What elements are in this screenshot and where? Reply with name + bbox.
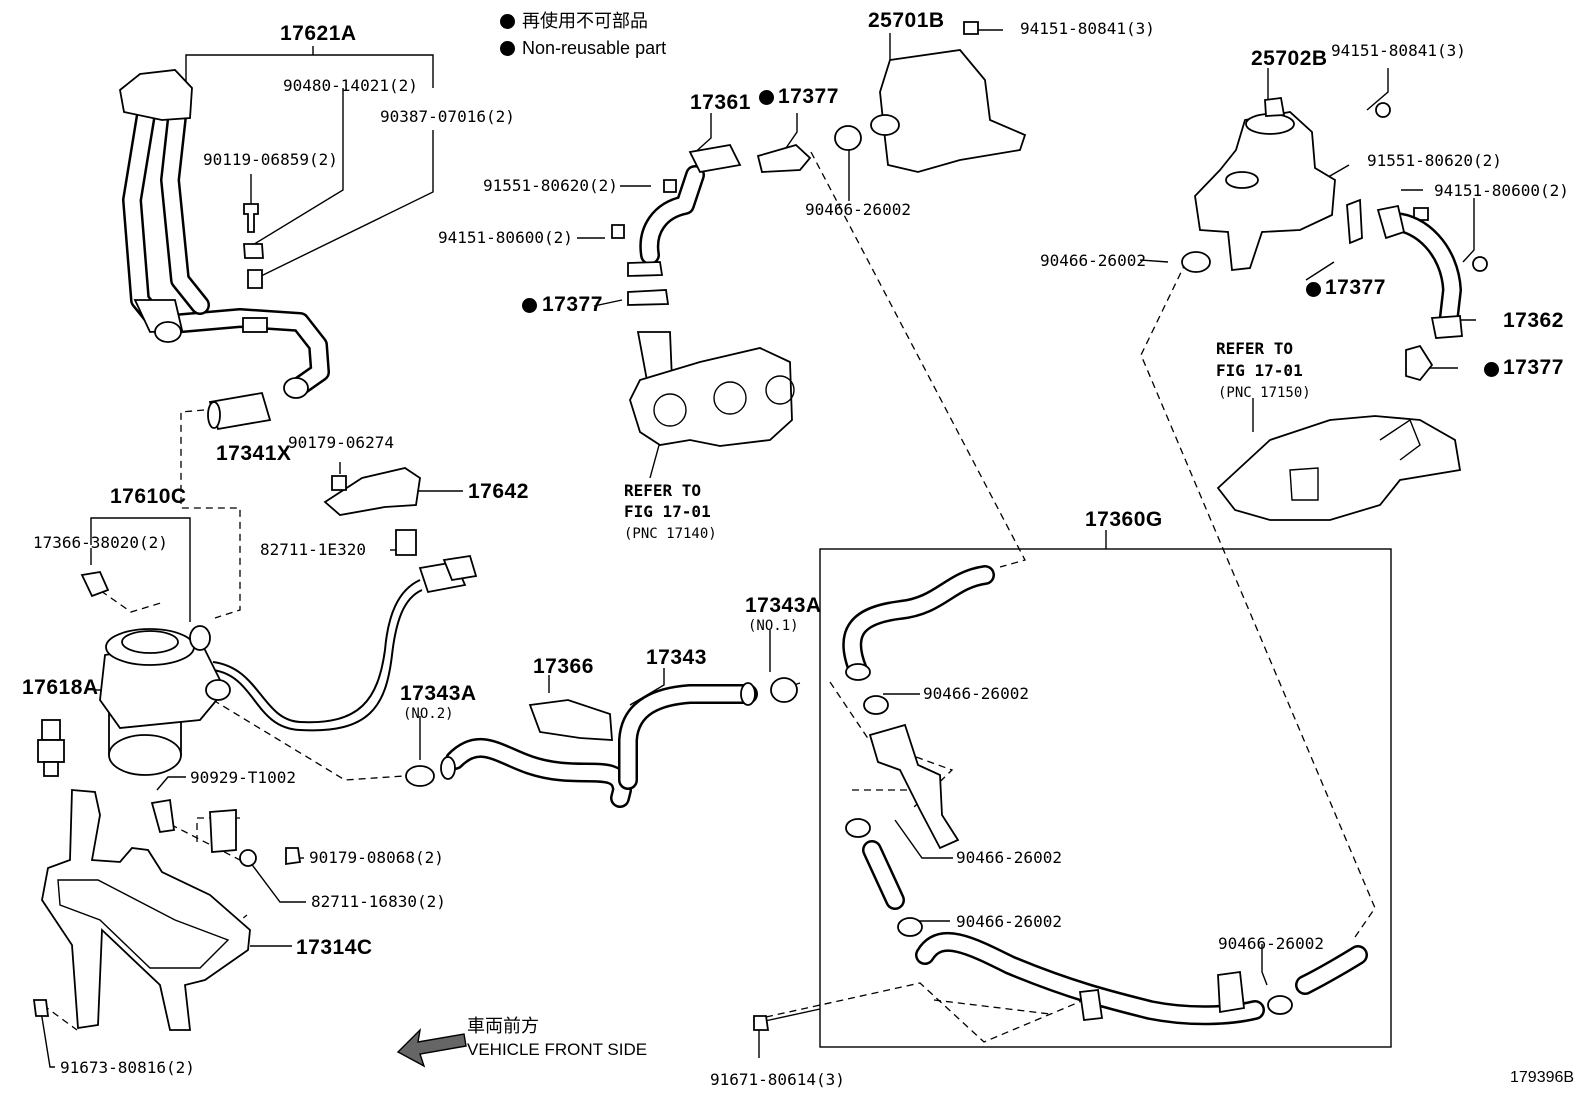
legend-jp: 再使用不可部品 bbox=[522, 11, 648, 31]
valve-25702B bbox=[1181, 97, 1429, 273]
label-94151-80600-mid: 94151-80600(2) bbox=[438, 228, 573, 247]
label-94151-80841-top: 94151-80841(3) bbox=[1020, 19, 1155, 38]
bullet-17377-right bbox=[1306, 282, 1321, 297]
label-82711-1E320: 82711-1E320 bbox=[260, 540, 366, 559]
wire-harness bbox=[212, 554, 478, 732]
vehicle-front-en: VEHICLE FRONT SIDE bbox=[467, 1040, 648, 1059]
bracket-17314C bbox=[32, 789, 302, 1031]
label-91551-80620-mid: 91551-80620(2) bbox=[483, 176, 618, 195]
hose-17341X bbox=[207, 391, 272, 431]
label-25702B: 25702B bbox=[1251, 47, 1328, 70]
label-ref1-line3: (PNC 17140) bbox=[624, 526, 717, 542]
dashed-connections bbox=[42, 151, 1376, 1043]
label-17341X: 17341X bbox=[216, 442, 292, 465]
bullet-17377-mid bbox=[522, 298, 537, 313]
label-17343A-no2: 17343A bbox=[400, 682, 477, 705]
manifold-17150 bbox=[1216, 415, 1462, 521]
label-17314C: 17314C bbox=[296, 936, 373, 959]
label-17610C: 17610C bbox=[110, 485, 187, 508]
label-17366-38020: 17366-38020(2) bbox=[33, 533, 168, 552]
pipe-17361 bbox=[611, 143, 742, 306]
label-90929-T1002: 90929-T1002 bbox=[190, 768, 296, 787]
label-17377-mid: 17377 bbox=[542, 293, 603, 316]
label-17360G: 17360G bbox=[1085, 508, 1163, 531]
air-pipe-17621A bbox=[119, 69, 330, 399]
label-ref1-line1: REFER TO bbox=[624, 481, 702, 500]
bullet-17377-far-right bbox=[1484, 362, 1499, 377]
label-90466-26002-box3: 90466-26002 bbox=[956, 912, 1062, 931]
label-90387-07016: 90387-07016(2) bbox=[380, 107, 515, 126]
valve-25701B bbox=[870, 21, 1027, 173]
bracket-17642 bbox=[323, 467, 421, 556]
label-90466-26002-right: 90466-26002 bbox=[1040, 251, 1146, 270]
label-90466-26002-box2: 90466-26002 bbox=[956, 848, 1062, 867]
label-94151-80841-right: 94151-80841(3) bbox=[1331, 41, 1466, 60]
legend-bullet-en bbox=[500, 41, 515, 56]
label-90466-26002-box1: 90466-26002 bbox=[923, 684, 1029, 703]
label-17343: 17343 bbox=[646, 646, 707, 669]
bullet-17377-top bbox=[759, 90, 774, 105]
label-94151-80600-right: 94151-80600(2) bbox=[1434, 181, 1569, 200]
figure-number: 179396B bbox=[1510, 1069, 1575, 1086]
label-17366: 17366 bbox=[533, 655, 594, 678]
label-17343A-no1: 17343A bbox=[745, 594, 822, 617]
relay-17618A bbox=[37, 719, 65, 777]
hose-17343 bbox=[440, 682, 758, 808]
label-90480-14021: 90480-14021(2) bbox=[283, 76, 418, 95]
label-ref2-line3: (PNC 17150) bbox=[1218, 385, 1311, 401]
manifold-17140 bbox=[629, 331, 795, 447]
label-91671-80614: 91671-80614(3) bbox=[710, 1070, 845, 1089]
label-17343A-no1-sub: (NO.1) bbox=[748, 618, 799, 634]
label-ref1-line2: FIG 17-01 bbox=[624, 502, 711, 521]
label-17343A-no2-sub: (NO.2) bbox=[403, 706, 454, 722]
label-17377-top: 17377 bbox=[778, 85, 839, 108]
label-17377-right: 17377 bbox=[1325, 276, 1386, 299]
clamp-90466-top bbox=[834, 125, 862, 151]
label-ref2-line1: REFER TO bbox=[1216, 339, 1294, 358]
label-ref2-line2: FIG 17-01 bbox=[1216, 361, 1303, 380]
pipe-17362 bbox=[1376, 204, 1488, 382]
hose-assembly-17360G bbox=[753, 565, 1368, 1031]
legend-en: Non-reusable part bbox=[522, 38, 667, 58]
air-pump-17610C bbox=[80, 570, 231, 776]
label-90119-06859: 90119-06859(2) bbox=[203, 150, 338, 169]
label-17621A: 17621A bbox=[280, 22, 357, 45]
label-91673-80816: 91673-80816(2) bbox=[60, 1058, 195, 1077]
bracket-17366 bbox=[528, 699, 613, 741]
label-25701B: 25701B bbox=[868, 9, 945, 32]
label-17377-far-right: 17377 bbox=[1503, 356, 1564, 379]
label-90466-26002-box4: 90466-26002 bbox=[1218, 934, 1324, 953]
label-17642: 17642 bbox=[468, 480, 529, 503]
label-90466-26002-top: 90466-26002 bbox=[805, 200, 911, 219]
label-91551-80620-right: 91551-80620(2) bbox=[1367, 151, 1502, 170]
label-90179-06274: 90179-06274 bbox=[288, 433, 394, 452]
label-17618A: 17618A bbox=[22, 676, 99, 699]
vehicle-front-arrow-icon bbox=[396, 1027, 467, 1068]
label-90179-08068: 90179-08068(2) bbox=[309, 848, 444, 867]
label-17361: 17361 bbox=[690, 91, 751, 114]
clamp-17343A-no2 bbox=[405, 765, 435, 787]
gasket-17377-top bbox=[756, 143, 812, 173]
label-17362: 17362 bbox=[1503, 309, 1564, 332]
vehicle-front-jp: 車両前方 bbox=[467, 1016, 539, 1036]
legend-bullet-jp bbox=[500, 14, 515, 29]
label-82711-16830: 82711-16830(2) bbox=[311, 892, 446, 911]
clamp-17343A-no1 bbox=[770, 677, 798, 703]
